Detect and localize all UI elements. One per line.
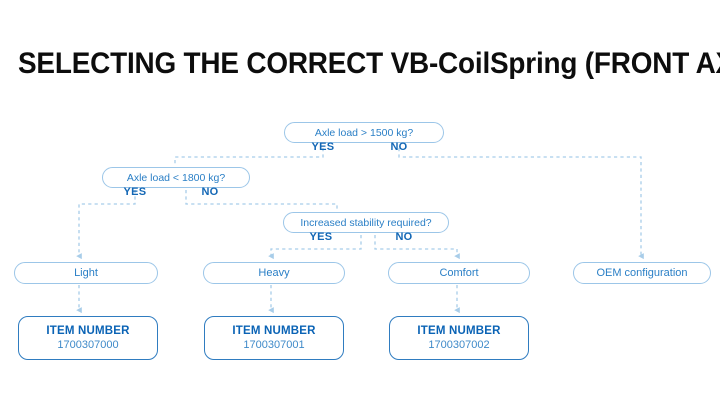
- decision-node-axle-load-1500[interactable]: Axle load > 1500 kg?: [284, 122, 444, 143]
- branch-label-d3-no: NO: [395, 231, 413, 243]
- result-label: Heavy: [258, 267, 290, 279]
- decision-node-axle-load-1800[interactable]: Axle load < 1800 kg?: [102, 167, 250, 188]
- branch-label-d2-no: NO: [201, 186, 219, 198]
- branch-label-d2-yes: YES: [123, 186, 147, 198]
- item-number-title: ITEM NUMBER: [232, 325, 316, 337]
- item-number-title: ITEM NUMBER: [417, 325, 501, 337]
- branch-label-d1-no: NO: [390, 141, 408, 153]
- item-number-value: 1700307002: [428, 339, 490, 351]
- result-node-light[interactable]: Light: [14, 262, 158, 284]
- item-number-box-comfort[interactable]: ITEM NUMBER 1700307002: [389, 316, 529, 360]
- edge-d1-no: [398, 148, 644, 260]
- result-node-oem-configuration[interactable]: OEM configuration: [573, 262, 711, 284]
- item-number-title: ITEM NUMBER: [46, 325, 130, 337]
- edge-d1-yes: [174, 148, 324, 166]
- result-label: Light: [74, 267, 98, 279]
- item-number-box-light[interactable]: ITEM NUMBER 1700307000: [18, 316, 158, 360]
- edge-d3-yes: [268, 235, 362, 260]
- item-number-box-heavy[interactable]: ITEM NUMBER 1700307001: [204, 316, 344, 360]
- item-number-value: 1700307000: [57, 339, 119, 351]
- edge-d3-no: [374, 235, 460, 260]
- item-number-value: 1700307001: [243, 339, 305, 351]
- result-label: Comfort: [439, 267, 479, 279]
- edge-d2-no: [185, 190, 338, 211]
- result-label: OEM configuration: [596, 267, 688, 279]
- result-node-comfort[interactable]: Comfort: [388, 262, 530, 284]
- decision-label: Axle load > 1500 kg?: [314, 126, 414, 139]
- edge-d2-yes: [76, 190, 136, 260]
- page-title: SELECTING THE CORRECT VB-CoilSpring (FRO…: [18, 47, 720, 80]
- result-node-heavy[interactable]: Heavy: [203, 262, 345, 284]
- decision-label: Increased stability required?: [300, 216, 432, 229]
- branch-label-d3-yes: YES: [309, 231, 333, 243]
- decision-node-increased-stability[interactable]: Increased stability required?: [283, 212, 449, 233]
- decision-label: Axle load < 1800 kg?: [126, 171, 226, 184]
- branch-label-d1-yes: YES: [311, 141, 335, 153]
